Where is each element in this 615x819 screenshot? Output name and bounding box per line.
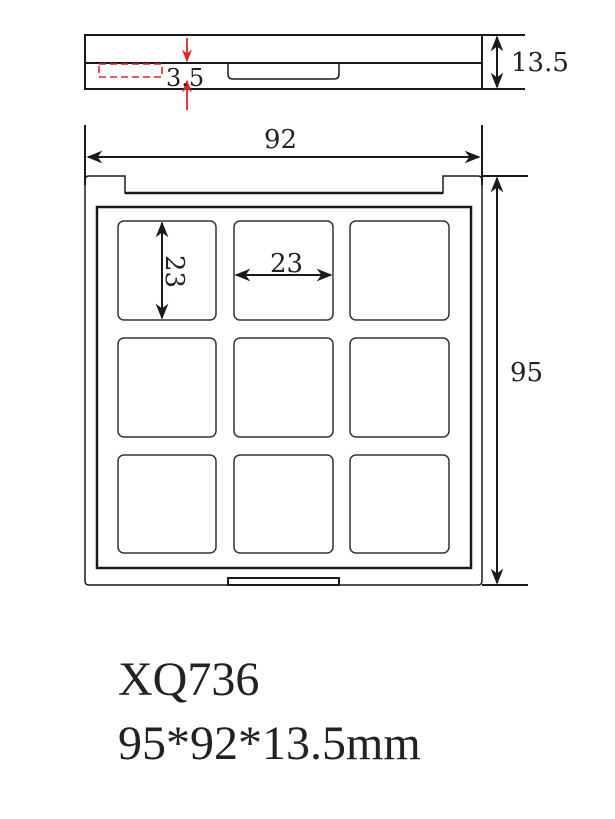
side-view: 3.5 13.5 [84, 34, 569, 110]
pan-well-r3c3 [349, 454, 450, 554]
width-dimension-label: 92 [264, 125, 297, 155]
pan-well-r2c3 [349, 337, 450, 438]
top-view: 92 23 23 95 [84, 125, 543, 586]
model-number: XQ736 [118, 653, 260, 706]
pan-well-r2c2 [233, 337, 334, 438]
cell-height-label: 23 [159, 255, 189, 288]
pan-well-r2c1 [117, 337, 217, 438]
pan-well-r1c2 [233, 220, 334, 321]
cell-width-label: 23 [270, 249, 303, 279]
step-dimension-label: 3.5 [166, 64, 204, 92]
side-latch-notch [227, 63, 340, 80]
height-dimension-label: 95 [510, 358, 543, 388]
case-outer-outline [84, 175, 483, 586]
step-highlight-box [98, 63, 163, 78]
thickness-dimension-label: 13.5 [511, 48, 569, 78]
pan-well-r1c3 [349, 220, 450, 321]
pan-well-r3c1 [117, 454, 217, 554]
inner-tray-frame [95, 205, 473, 570]
pan-grid [117, 220, 450, 554]
overall-dimensions: 95*92*13.5mm [118, 717, 421, 770]
pan-well-r1c1 [117, 220, 217, 321]
pan-well-r3c2 [233, 454, 334, 554]
front-latch-tab [227, 577, 340, 586]
